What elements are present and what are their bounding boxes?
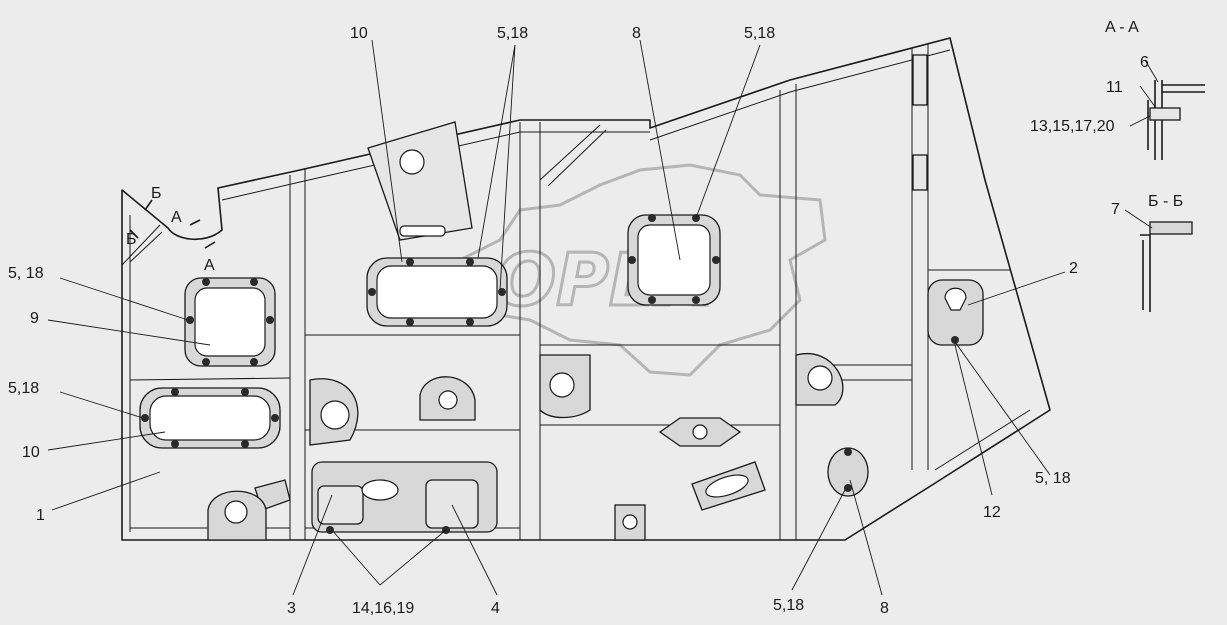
hatch-8-top-opening bbox=[637, 224, 711, 296]
label-1: 1 bbox=[36, 507, 45, 524]
bottom-block-hole bbox=[622, 514, 638, 530]
rail-pad-upper bbox=[912, 54, 928, 106]
ear-hole bbox=[320, 400, 350, 430]
label-5-18-top-a: 5,18 bbox=[497, 25, 528, 42]
section-b-b-seal bbox=[1149, 221, 1193, 235]
plate-slot bbox=[399, 225, 446, 237]
leader-lines bbox=[47, 39, 1066, 596]
section-markers: Б Б А А bbox=[126, 185, 216, 274]
bolts bbox=[141, 214, 959, 534]
label-5-18-top-b: 5,18 bbox=[744, 25, 775, 42]
bracket-4 bbox=[425, 479, 479, 529]
bracket-3 bbox=[317, 485, 364, 525]
section-a-a-label-11: 11 bbox=[1106, 79, 1123, 96]
frame-inner bbox=[129, 44, 929, 540]
label-8-bottom: 8 bbox=[880, 600, 889, 617]
label-8-top: 8 bbox=[632, 25, 641, 42]
mounting-plate bbox=[367, 121, 473, 241]
marker-b-left: Б bbox=[126, 231, 137, 248]
section-b-b-title: Б - Б bbox=[1148, 193, 1183, 210]
section-a-a: A - A 6 11 13,15,17,20 bbox=[1030, 19, 1205, 160]
ear-mid-right-hole bbox=[549, 372, 575, 398]
label-12: 12 bbox=[983, 504, 1001, 521]
label-5-18-left-a: 5, 18 bbox=[8, 265, 44, 282]
label-2: 2 bbox=[1069, 260, 1078, 277]
frame-outline bbox=[121, 37, 1051, 541]
flange-hole bbox=[692, 424, 708, 440]
section-a-a-label-13-15-17-20: 13,15,17,20 bbox=[1030, 118, 1115, 135]
frame-diagonal bbox=[539, 124, 1031, 471]
label-5-18-right: 5, 18 bbox=[1035, 470, 1071, 487]
marker-a-bottom: А bbox=[204, 257, 215, 274]
ear-center-hole bbox=[438, 390, 458, 410]
hatch-10-top-opening bbox=[376, 265, 498, 319]
hatch-2-keyhole bbox=[944, 287, 967, 311]
frame-top-rail bbox=[221, 49, 951, 201]
ear-right-hole bbox=[807, 365, 833, 391]
plate-hole bbox=[399, 149, 425, 175]
ear-bottom-left-hole bbox=[224, 500, 248, 524]
section-b-b: Б - Б 7 bbox=[1111, 193, 1193, 312]
hatch-10-left-opening bbox=[149, 395, 271, 441]
label-10-top: 10 bbox=[350, 25, 368, 42]
section-a-a-bolt bbox=[1149, 107, 1181, 121]
oval-hole bbox=[361, 479, 399, 501]
label-5-18-bottom: 5,18 bbox=[773, 597, 804, 614]
hatch-2 bbox=[927, 279, 984, 346]
section-a-a-title: A - A bbox=[1105, 19, 1139, 36]
section-b-b-label-7: 7 bbox=[1111, 201, 1120, 218]
label-3: 3 bbox=[287, 600, 296, 617]
hatch-9-opening bbox=[194, 287, 266, 357]
label-14-16-19: 14,16,19 bbox=[352, 600, 414, 617]
label-5-18-left-b: 5,18 bbox=[8, 380, 39, 397]
label-4: 4 bbox=[491, 600, 500, 617]
marker-b-top: Б bbox=[151, 185, 162, 202]
label-10-left: 10 bbox=[22, 444, 40, 461]
section-a-a-label-6: 6 bbox=[1140, 54, 1149, 71]
rail-pad-lower bbox=[912, 154, 928, 191]
label-9: 9 bbox=[30, 310, 39, 327]
tilted-plate-hole bbox=[705, 474, 749, 498]
watermark-gear bbox=[458, 163, 827, 377]
callout-labels: 10 5,18 8 5,18 5, 18 9 5,18 10 1 3 14,16… bbox=[8, 25, 1078, 617]
left-bracket bbox=[121, 224, 163, 266]
marker-a-top: А bbox=[171, 209, 182, 226]
